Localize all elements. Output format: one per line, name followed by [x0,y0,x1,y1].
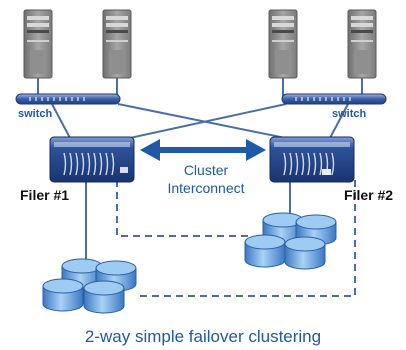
link-switch1-filer1 [51,103,71,139]
switch-label-right: switch [332,108,367,120]
filer-label-left: Filer #1 [20,187,69,203]
disk-stack-icon [42,258,137,314]
link-switch2-filer2 [329,103,349,139]
link-switch2-filer1 [115,103,287,142]
storage-filer-icon [269,136,355,183]
storage-filer-icon [49,136,135,183]
link-switch1-filer2 [117,103,301,142]
failover-links [116,180,356,297]
disk-stack-icon [244,212,337,270]
diagram-caption: 2-way simple failover clustering [85,327,321,346]
interconnect-arrow [140,139,266,161]
connection-lines [37,78,363,262]
interconnect-label-line1: Cluster [184,162,229,178]
server-tower-icon [268,9,298,79]
network-switch-icon [281,93,387,105]
network-switch-icon [15,93,121,105]
interconnect-label-line2: Interconnect [167,180,244,196]
server-tower-icon [347,9,377,79]
failover-filer2-disk1 [140,180,356,297]
server-tower-icon [23,9,53,79]
filer-label-right: Filer #2 [344,187,393,203]
failover-filer1-disk2 [116,180,250,237]
switch-label-left: switch [18,108,53,120]
server-tower-icon [102,9,132,79]
